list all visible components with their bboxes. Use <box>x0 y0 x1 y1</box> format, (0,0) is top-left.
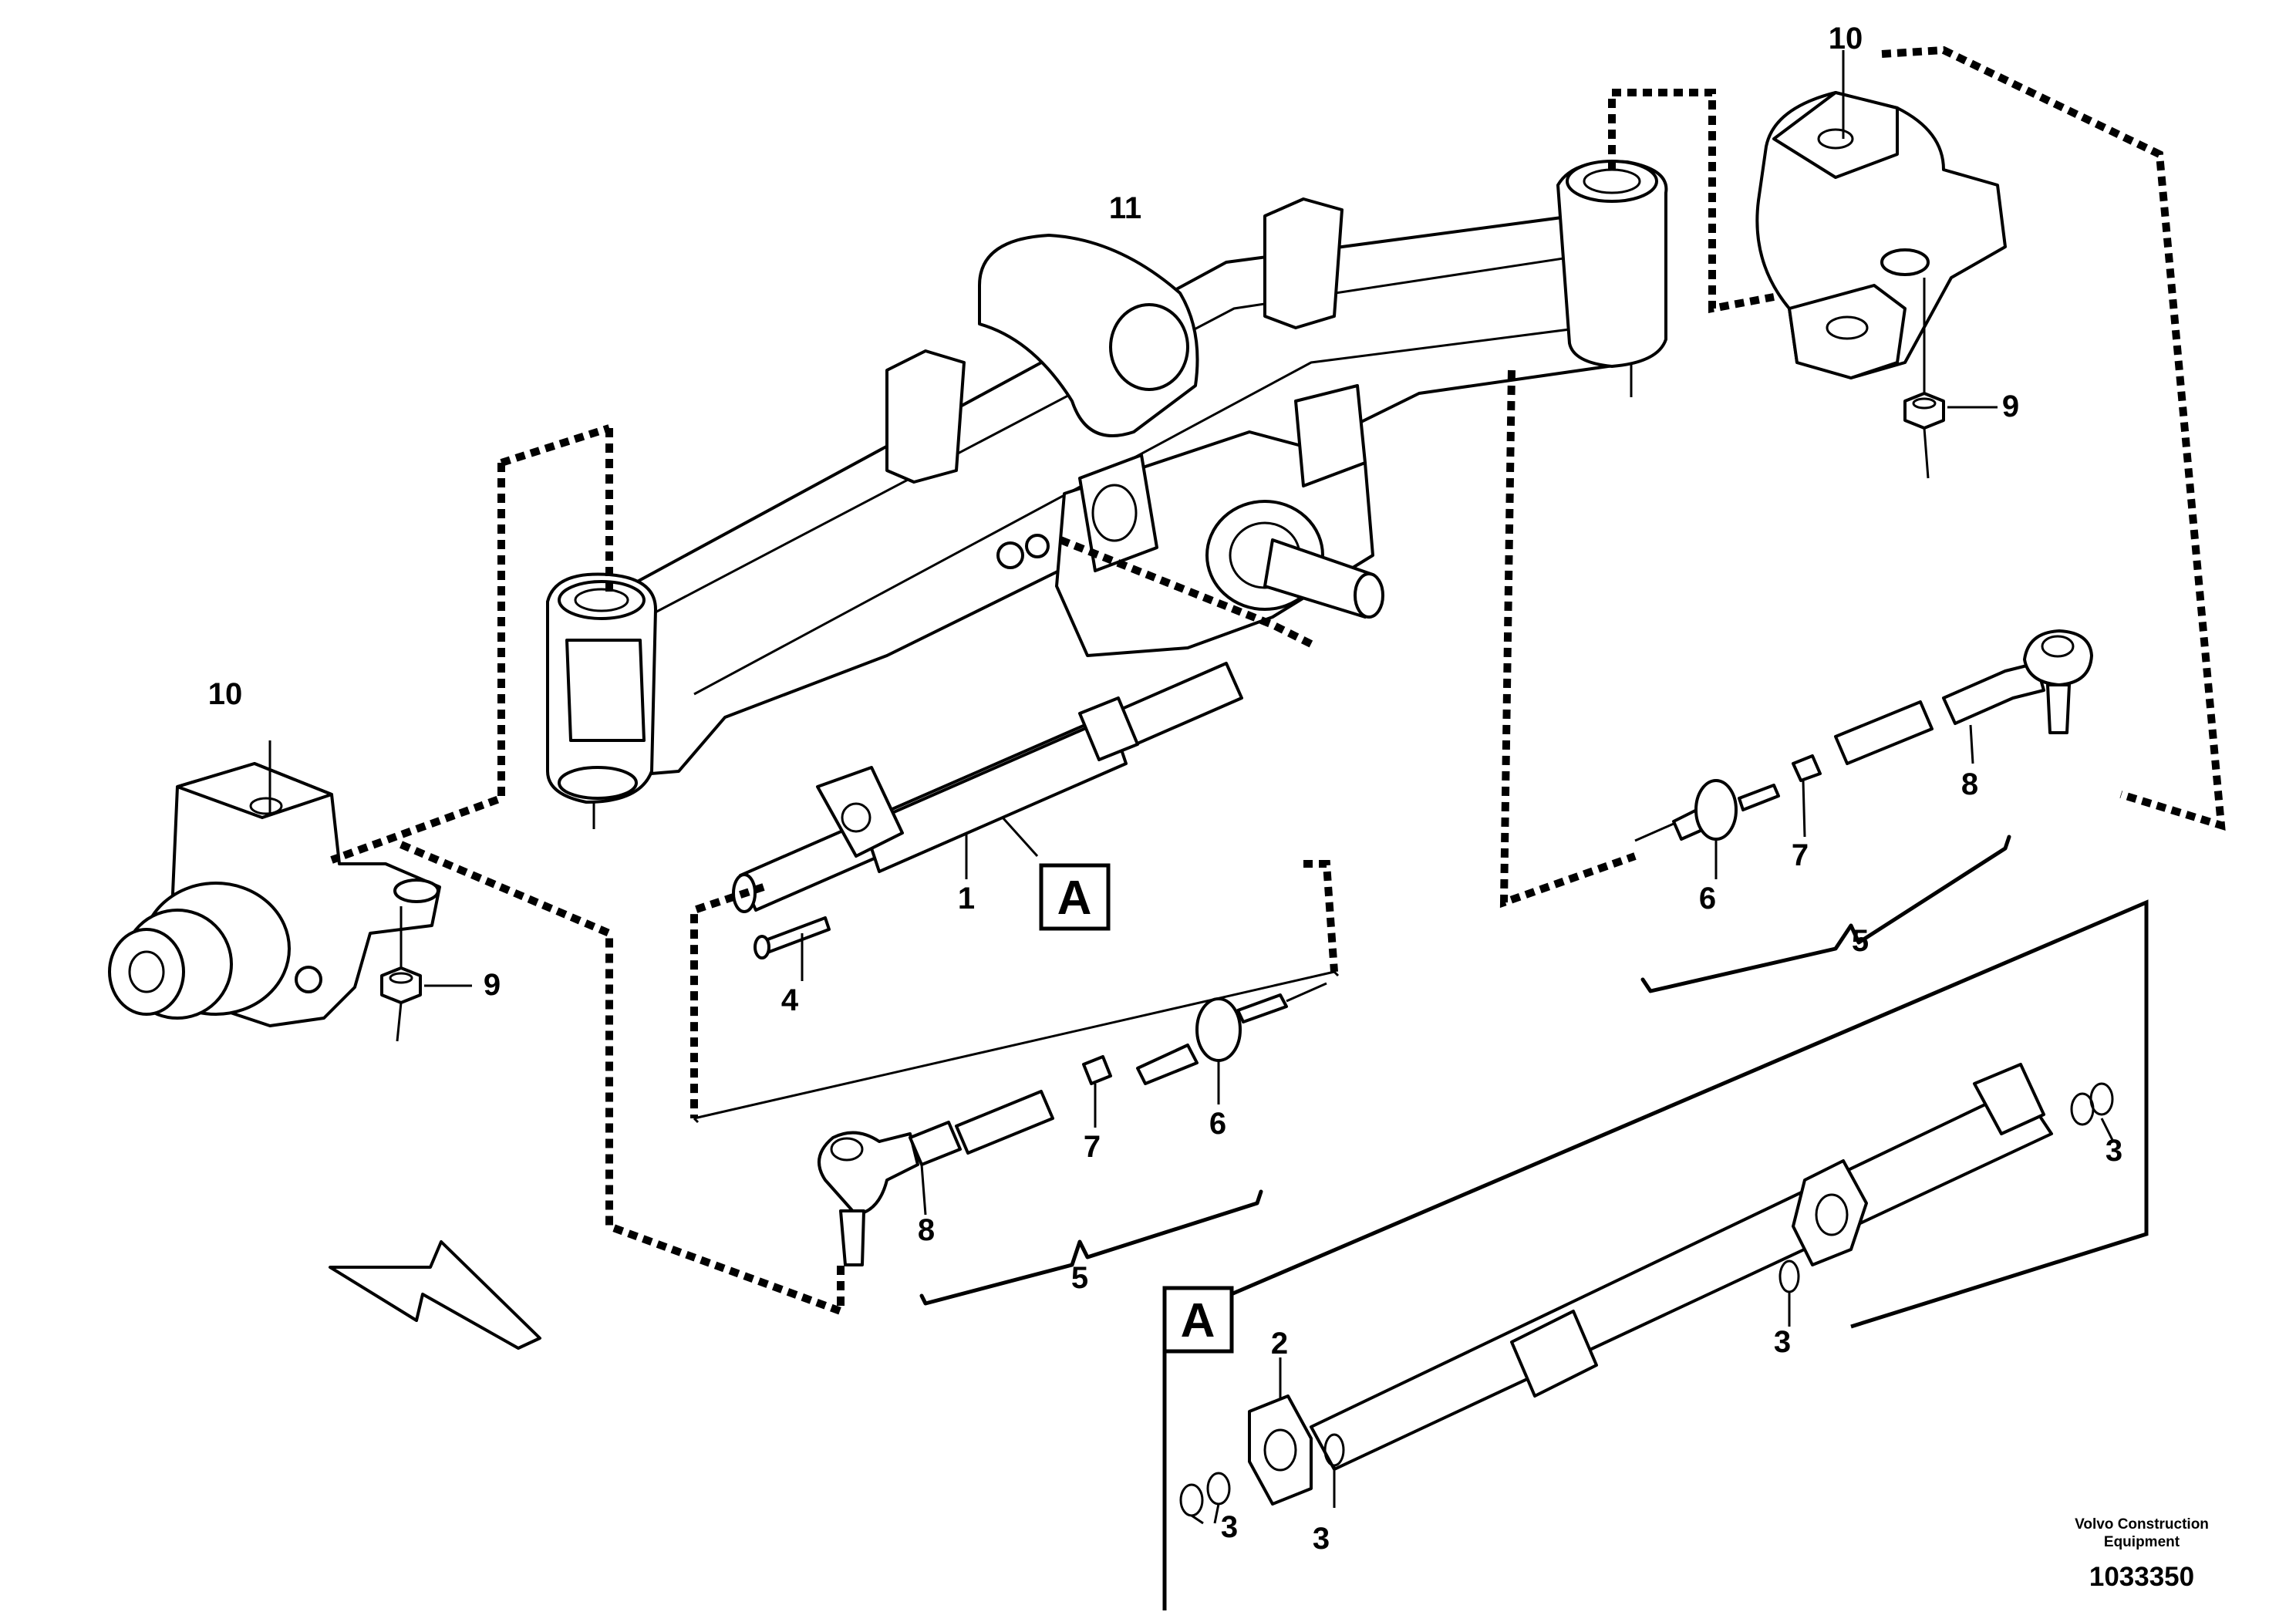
callout-6-left: 6 <box>1209 1107 1226 1141</box>
callout-7-left: 7 <box>1084 1130 1101 1164</box>
callout-labels: 11 10 10 9 9 1 4 6 7 8 5 6 7 8 5 2 3 3 3… <box>208 22 2122 1556</box>
svg-text:A: A <box>1057 872 1092 925</box>
callout-4: 4 <box>781 983 799 1017</box>
steering-knuckle-right <box>1755 50 2007 379</box>
tie-rod-left <box>818 982 1327 1306</box>
nut-left <box>380 906 472 1042</box>
reference-dashed-lines <box>330 46 2226 1317</box>
callout-3-lower-middle: 3 <box>1313 1522 1330 1556</box>
company-name: Volvo Construction Equipment <box>2075 1516 2209 1550</box>
callout-10-right: 10 <box>1829 22 1863 56</box>
detail-a-panel <box>1162 899 2149 1610</box>
steering-knuckle-left <box>108 740 441 1027</box>
steering-cylinder <box>732 662 1243 913</box>
callout-8-right: 8 <box>1961 767 1978 801</box>
cylinder-bolt <box>754 916 831 981</box>
callout-6-right: 6 <box>1699 882 1716 916</box>
callout-3-lower-left: 3 <box>1221 1510 1238 1544</box>
direction-arrow <box>329 1240 541 1350</box>
svg-text:A: A <box>1181 1294 1215 1347</box>
callout-9-right: 9 <box>2002 389 2019 423</box>
nut-right <box>1903 278 1998 479</box>
callout-7-right: 7 <box>1792 838 1809 872</box>
footer: Volvo Construction Equipment 1033350 <box>2057 1516 2227 1593</box>
detail-a-marker: A <box>1039 863 1111 931</box>
front-axle-beam <box>546 160 1668 829</box>
callout-5-left: 5 <box>1071 1261 1088 1295</box>
callout-8-left: 8 <box>918 1213 935 1247</box>
callout-10-left: 10 <box>208 677 243 711</box>
tie-rod-right <box>1634 629 2093 993</box>
callout-3-middle: 3 <box>1774 1325 1791 1359</box>
document-number: 1033350 <box>2089 1562 2195 1592</box>
callout-5-right: 5 <box>1852 924 1869 958</box>
callout-9-left: 9 <box>484 968 501 1002</box>
reference-solid-lines <box>693 970 1340 1124</box>
callout-1: 1 <box>958 882 975 916</box>
leader-detail-a <box>1001 816 1039 858</box>
callout-2: 2 <box>1271 1327 1288 1361</box>
callout-11: 11 <box>1109 191 1141 225</box>
callout-3-upper-right: 3 <box>2106 1134 2122 1168</box>
detail-a-view-marker: A <box>1162 1286 1234 1354</box>
